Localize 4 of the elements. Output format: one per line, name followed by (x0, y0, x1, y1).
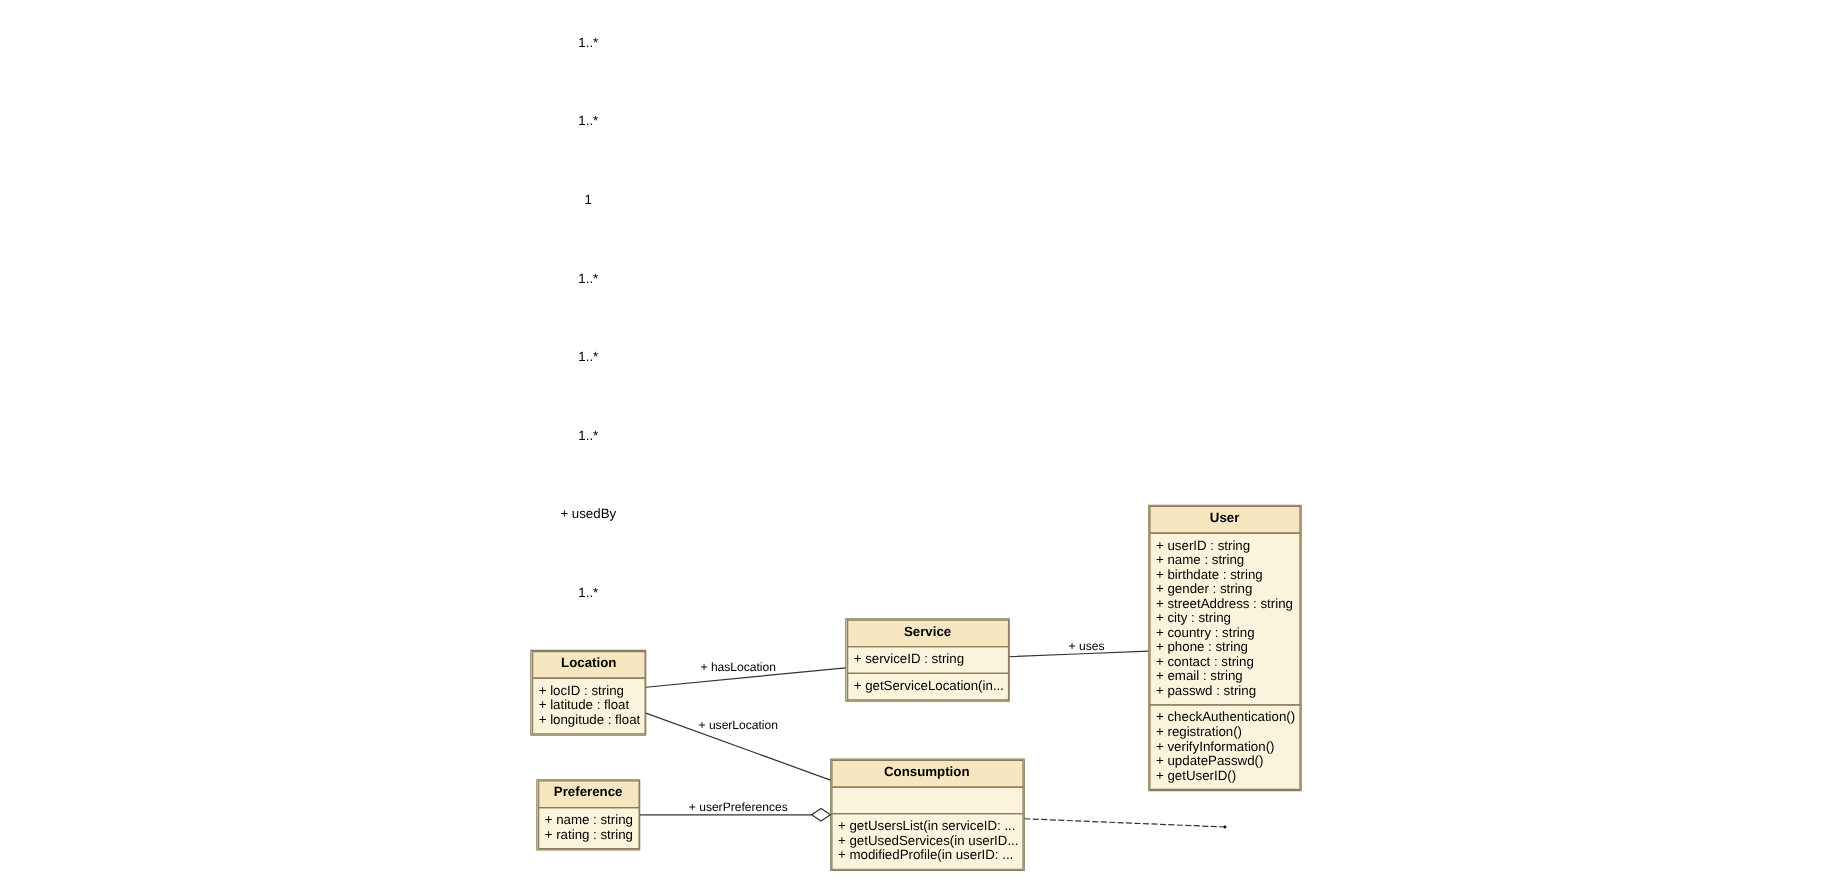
connector (639, 807, 832, 822)
connector (645, 712, 832, 781)
connector (645, 667, 847, 688)
connector (1008, 650, 1149, 658)
